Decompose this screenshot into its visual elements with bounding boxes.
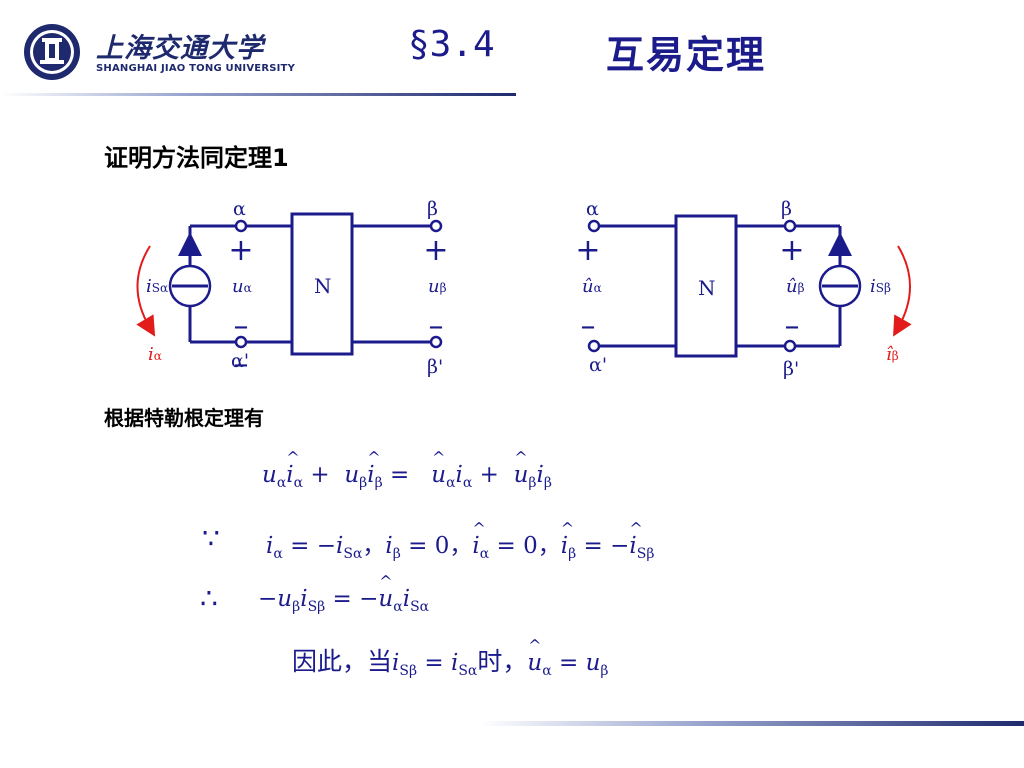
source-label-left: iSα	[146, 276, 169, 297]
current-arrow-left	[136, 245, 156, 337]
equation-conclusion: 因此，当iSβ = iSα时，uα = uβ	[292, 636, 609, 679]
label-beta-left: β	[427, 198, 438, 220]
svg-text:+: +	[779, 233, 804, 268]
svg-text:–: –	[581, 309, 596, 344]
terminal-alpha-left	[234, 219, 248, 233]
label-beta-prime-left: β'	[427, 356, 444, 378]
terminal-alpha-right	[587, 219, 601, 233]
logo-chinese-name: 上海交通大学	[96, 33, 264, 64]
terminal-alpha-prime-right	[587, 339, 601, 353]
label-beta-prime-right: β'	[783, 358, 800, 380]
voltage-label-beta-right: ûβ	[786, 276, 805, 297]
network-label-right: N	[698, 276, 716, 300]
svg-text:–: –	[429, 309, 444, 344]
voltage-label-beta-left: uβ	[428, 276, 447, 297]
circuit-diagrams: – + + – – + – + –	[136, 212, 912, 382]
tellegen-text: 根据特勒根定理有	[104, 406, 264, 430]
left-circuit: – + + – –	[136, 212, 449, 382]
label-beta-right: β	[781, 198, 792, 220]
svg-text:+: +	[575, 233, 600, 268]
current-label-left: iα	[148, 344, 162, 365]
equation-tellegen: uαiα + uβiβ = uαiα + uβiβ	[262, 448, 552, 491]
label-alpha-prime-right: α'	[589, 354, 608, 376]
current-arrow-right	[893, 245, 912, 337]
svg-text:–: –	[234, 347, 249, 382]
label-alpha-left: α	[233, 198, 246, 220]
label-alpha-prime-left: α'	[231, 350, 250, 372]
university-seal-icon	[24, 24, 80, 80]
source-label-right: iSβ	[870, 276, 891, 297]
voltage-label-alpha-right: ûα	[582, 276, 602, 297]
network-label-left: N	[314, 274, 332, 298]
svg-text:–: –	[785, 309, 800, 344]
svg-text:+: +	[228, 233, 253, 268]
terminal-alpha-prime-left	[234, 335, 248, 349]
terminal-beta-left	[429, 219, 443, 233]
slide-title: 互易定理	[606, 33, 767, 77]
terminal-beta-prime-right	[783, 339, 797, 353]
voltage-label-alpha-left: uα	[232, 276, 252, 297]
because-symbol: ∵	[202, 522, 220, 555]
terminal-beta-prime-left	[429, 335, 443, 349]
section-number: §3.4	[408, 24, 495, 65]
intro-text: 证明方法同定理1	[104, 144, 289, 172]
equation-result: −uβiSβ = −uαiSα	[258, 572, 429, 615]
footer-divider	[480, 721, 1024, 726]
therefore-symbol: ∴	[200, 582, 218, 615]
logo-english-name: SHANGHAI JIAO TONG UNIVERSITY	[96, 63, 296, 74]
header-divider	[0, 93, 516, 96]
current-label-right: îβ	[886, 344, 899, 365]
network-box-right	[674, 214, 738, 358]
svg-text:–: –	[234, 309, 249, 344]
network-box-left	[290, 212, 354, 356]
right-circuit: + – + –	[575, 214, 912, 358]
label-alpha-right: α	[586, 198, 599, 220]
equation-conditions: iα = −iSα，iβ = 0，iα = 0，iβ = −iSβ	[266, 519, 654, 562]
terminal-beta-right	[783, 219, 797, 233]
svg-text:+: +	[423, 233, 448, 268]
